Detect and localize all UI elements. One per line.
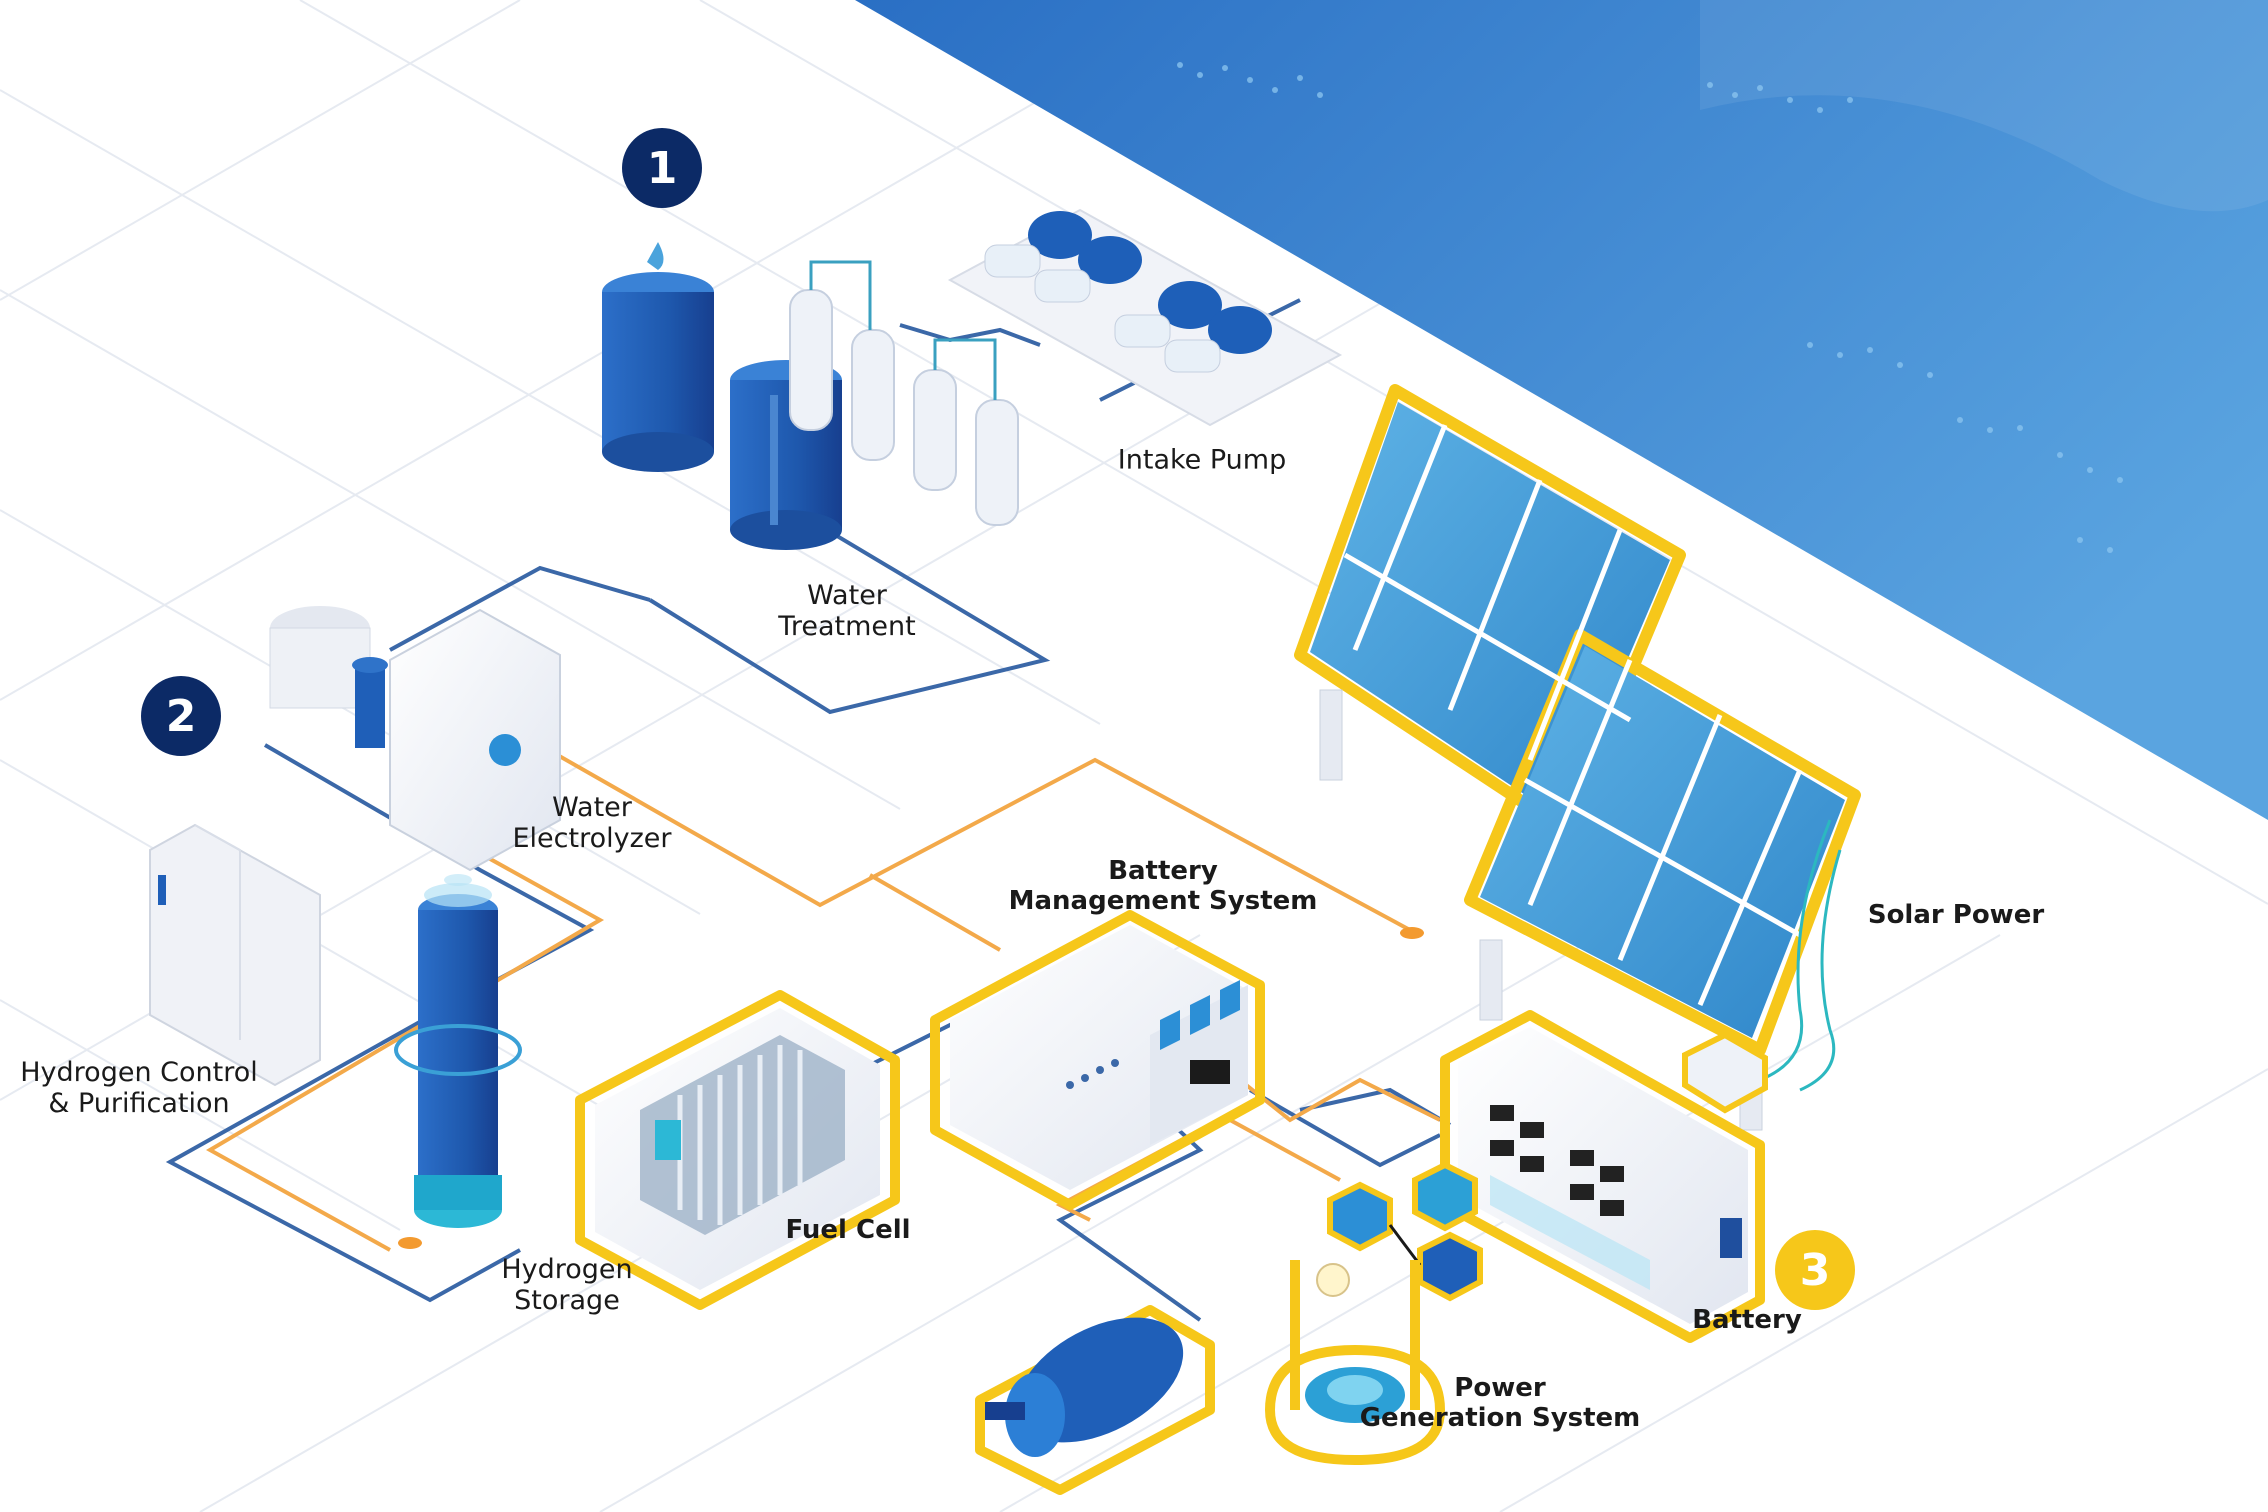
pipe-joint [398,1237,422,1249]
water-tanks [602,242,842,550]
label-line: Electrolyzer [512,823,672,854]
battery-management-unit [930,910,1265,1210]
label-line: Treatment [778,611,916,642]
label-line: Hydrogen Control [20,1057,258,1088]
solar-power-label: Solar Power [1868,902,2044,928]
label-line: Solar Power [1867,900,2045,930]
hydrogen-control-label: Hydrogen Control & Purification [20,1059,258,1117]
label-line: Battery [1692,1305,1802,1335]
label-line: Water [552,792,632,823]
power-generation-label: Power Generation System [1360,1375,1641,1431]
label-line: Generation System [1359,1403,1641,1433]
electrolyzer-unit [269,606,561,872]
battery-label: Battery [1692,1307,1802,1333]
intake-pumps [947,208,1343,427]
hydrogen-control-cabinet [149,823,321,1087]
label-line: Water [807,580,887,611]
power-generation-unit [1264,1260,1446,1466]
step-three-badge: 3 [1775,1230,1855,1310]
step-two-badge: 2 [141,676,221,756]
filter-columns [789,289,1019,526]
generator-motor [975,1305,1215,1495]
filter-piping [809,260,997,400]
label-line: Fuel Cell [785,1215,911,1245]
fuel-cell-label: Fuel Cell [785,1217,910,1243]
battery-management-label: Battery Management System [1009,858,1318,914]
sea-sparkles [1177,62,2123,553]
label-line: Power [1454,1373,1546,1403]
hydrogen-storage-tank [394,874,522,1228]
pipe-joint [1400,927,1424,939]
charge-controller [1682,1031,1768,1114]
hydrogen-storage-label: Hydrogen Storage [501,1256,632,1314]
connector-cubes [1327,1161,1483,1302]
sea-water [855,0,2268,820]
label-line: Intake Pump [1117,444,1287,476]
label-line: & Purification [48,1088,230,1119]
step-one-badge: 1 [622,128,702,208]
sea-foam [1700,0,2268,212]
intake-pump-label: Intake Pump [1118,447,1286,474]
water-treatment-label: Water Treatment [778,582,915,640]
label-line: Storage [514,1285,620,1316]
label-line: Hydrogen [501,1254,633,1285]
water-electrolyzer-label: Water Electrolyzer [513,794,672,852]
label-line: Management System [1008,886,1318,916]
label-line: Battery [1108,856,1218,886]
solar-array [1294,384,1861,1131]
fuel-cell-unit [575,990,900,1310]
